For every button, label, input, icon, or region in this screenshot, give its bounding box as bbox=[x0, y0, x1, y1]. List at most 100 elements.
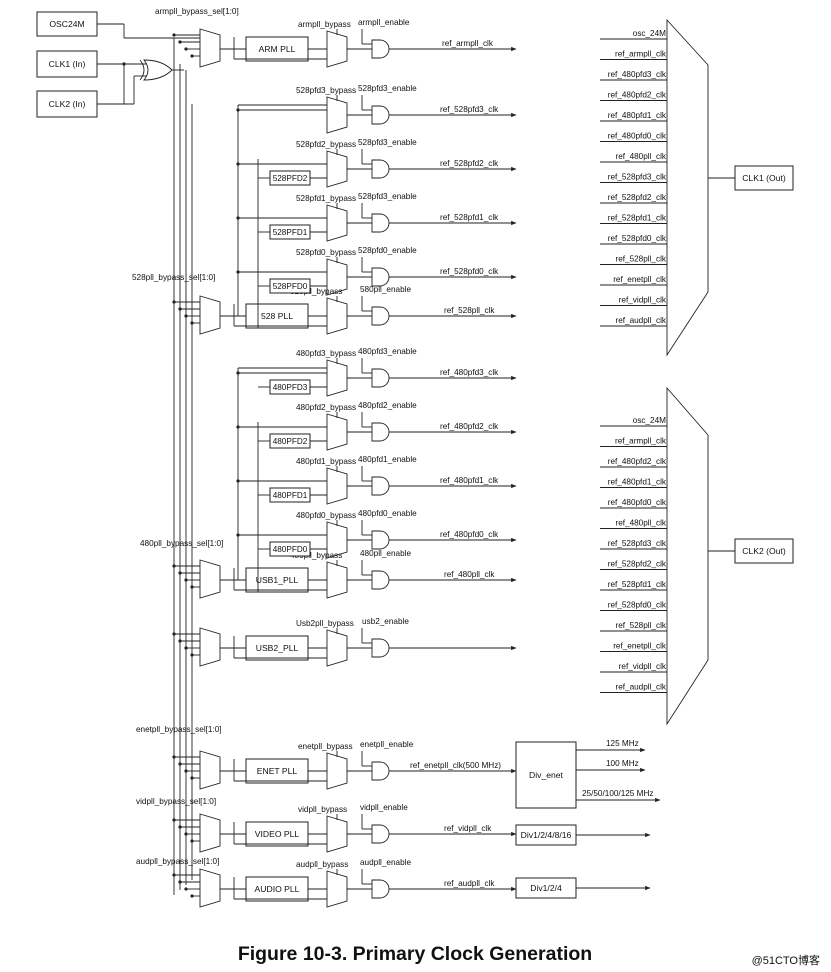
div-audio-label: Div1/2/4 bbox=[530, 883, 562, 893]
clk2_mux-input-10: ref_528pll_clk bbox=[615, 621, 666, 630]
audio-sel-mux bbox=[199, 868, 221, 908]
junction-dot bbox=[190, 839, 194, 843]
enet-sel-label: enetpll_bypass_sel[1:0] bbox=[136, 725, 222, 734]
video-sel-label: vidpll_bypass_sel[1:0] bbox=[136, 797, 216, 806]
clk1_mux-input-6: ref_480pll_clk bbox=[615, 152, 666, 161]
clk1_mux-input-5: ref_480pfd0_clk bbox=[608, 132, 667, 141]
pll480-pfd1-mux bbox=[326, 413, 348, 451]
clk2_mux-input-5: ref_480pll_clk bbox=[615, 519, 666, 528]
enet-pll-label: ENET PLL bbox=[257, 766, 298, 776]
pll528-pfd2-and-gate bbox=[371, 213, 390, 233]
pll480-pfd2-and-gate bbox=[371, 476, 390, 496]
audio-enable-label: audpll_enable bbox=[360, 858, 411, 867]
junction-dot bbox=[190, 653, 194, 657]
video-out-label: ref_vidpll_clk bbox=[444, 824, 492, 833]
pll528-pfd0-enable-label: 528pfd3_enable bbox=[358, 84, 417, 93]
audio-sel-label: audpll_bypass_sel[1:0] bbox=[136, 857, 219, 866]
osc24m-block bbox=[36, 11, 98, 37]
clk1_mux-input-0: osc_24M bbox=[633, 29, 666, 38]
junction-dot bbox=[172, 300, 176, 304]
video-sel-mux bbox=[199, 813, 221, 853]
audio-out-label: ref_audpll_clk bbox=[444, 879, 495, 888]
junction-dot bbox=[190, 894, 194, 898]
pll480-pfd2-enable-label: 480pfd1_enable bbox=[358, 455, 417, 464]
junction-dot bbox=[236, 108, 240, 112]
pll528-pfd1-out-label: ref_528pfd2_clk bbox=[440, 159, 499, 168]
pll528-bypass-mux bbox=[326, 297, 348, 335]
clk2_mux-input-11: ref_enetpll_clk bbox=[613, 642, 667, 651]
pll528-pfd2-label: 528PFD1 bbox=[273, 228, 308, 237]
pll528-and-gate bbox=[371, 306, 390, 326]
video-bypass-label: vidpll_bypass bbox=[298, 805, 347, 814]
pll480-pfd1-out-label: ref_480pfd2_clk bbox=[440, 422, 499, 431]
div-video-label: Div1/2/4/8/16 bbox=[521, 830, 572, 840]
audio-bypass-label: audpll_bypass bbox=[296, 860, 348, 869]
pll528-pfd3-enable-label: 528pfd0_enable bbox=[358, 246, 417, 255]
div-enet-block bbox=[515, 741, 577, 809]
pll480-pfd2-out-label: ref_480pfd1_clk bbox=[440, 476, 499, 485]
clk1_mux-input-9: ref_528pfd1_clk bbox=[608, 214, 667, 223]
osc24m-label: OSC24M bbox=[49, 19, 84, 29]
pll528-pfd0-out-label: ref_528pfd3_clk bbox=[440, 105, 499, 114]
junction-dot bbox=[236, 270, 240, 274]
pll480-pfd1-bypass-label: 480pfd2_bypass bbox=[296, 403, 356, 412]
clk2_mux-input-4: ref_480pfd0_clk bbox=[608, 498, 667, 507]
clk2-out-label: CLK2 (Out) bbox=[742, 546, 786, 556]
pll528-pfd3-and-gate bbox=[371, 267, 390, 287]
audio-bypass-mux bbox=[326, 870, 348, 908]
enet-sel-mux bbox=[199, 750, 221, 790]
xor-gate bbox=[139, 59, 173, 81]
clk1_mux-input-4: ref_480pfd1_clk bbox=[608, 111, 667, 120]
pll528-pfd3-label: 528PFD0 bbox=[273, 282, 308, 291]
usb2-sel-mux bbox=[199, 627, 221, 667]
junction-dot bbox=[184, 578, 188, 582]
pll528-pfd0-mux bbox=[326, 96, 348, 134]
clk2_mux-input-12: ref_vidpll_clk bbox=[619, 662, 667, 671]
figure-caption: Figure 10-3. Primary Clock Generation bbox=[238, 943, 592, 965]
usb2-bypass-label: Usb2pll_bypass bbox=[296, 619, 354, 628]
clk2-out-block bbox=[734, 538, 794, 564]
pll528-sel-label: 528pll_bypass_sel[1:0] bbox=[132, 273, 215, 282]
pll480-pfd3-mux bbox=[326, 521, 348, 559]
junction-dot bbox=[236, 479, 240, 483]
clk1-out-mux bbox=[666, 18, 709, 357]
junction-dot bbox=[184, 832, 188, 836]
div-enet-label: Div_enet bbox=[529, 770, 564, 780]
pll480-sel-label: 480pll_bypass_sel[1:0] bbox=[140, 539, 223, 548]
enet-and-gate bbox=[371, 761, 390, 781]
junction-dot bbox=[178, 762, 182, 766]
junction-dot bbox=[178, 880, 182, 884]
usb2-bypass-mux bbox=[326, 629, 348, 667]
pll480-pfd0-mux bbox=[326, 359, 348, 397]
junction-dot bbox=[178, 40, 182, 44]
junction-dot bbox=[190, 585, 194, 589]
clk1_mux-input-8: ref_528pfd2_clk bbox=[608, 193, 667, 202]
clk2_mux-input-3: ref_480pfd1_clk bbox=[608, 478, 667, 487]
junction-dot bbox=[236, 216, 240, 220]
pll528-pll-block bbox=[245, 303, 309, 329]
clk1_mux-input-1: ref_armpll_clk bbox=[615, 50, 667, 59]
arm-enable-label: armpll_enable bbox=[358, 18, 410, 27]
junction-dot bbox=[172, 818, 176, 822]
junction-dot bbox=[184, 47, 188, 51]
junction-dot bbox=[184, 887, 188, 891]
pll528-pll-label: 528 PLL bbox=[261, 311, 293, 321]
pll480-out-label: ref_480pll_clk bbox=[444, 570, 495, 579]
pll528-pfd3-bypass-label: 528pfd0_bypass bbox=[296, 248, 356, 257]
junction-dot bbox=[236, 533, 240, 537]
junction-dot bbox=[190, 321, 194, 325]
clk2_mux-input-6: ref_528pfd3_clk bbox=[608, 539, 667, 548]
clk1-out-block bbox=[734, 165, 794, 191]
pll528-pfd3-out-label: ref_528pfd0_clk bbox=[440, 267, 499, 276]
pll528-pfd2-enable-label: 528pfd3_enable bbox=[358, 192, 417, 201]
clk1-in-block bbox=[36, 50, 98, 78]
junction-dot bbox=[236, 371, 240, 375]
clk1_mux-input-14: ref_audpll_clk bbox=[615, 316, 666, 325]
arm-sel-label: armpll_bypass_sel[1:0] bbox=[155, 7, 239, 16]
pll480-pfd1-and-gate bbox=[371, 422, 390, 442]
usb2-and-gate bbox=[371, 638, 390, 658]
pll480-pfd3-bypass-label: 480pfd0_bypass bbox=[296, 511, 356, 520]
junction-dot bbox=[236, 162, 240, 166]
pll528-pfd2-mux bbox=[326, 204, 348, 242]
